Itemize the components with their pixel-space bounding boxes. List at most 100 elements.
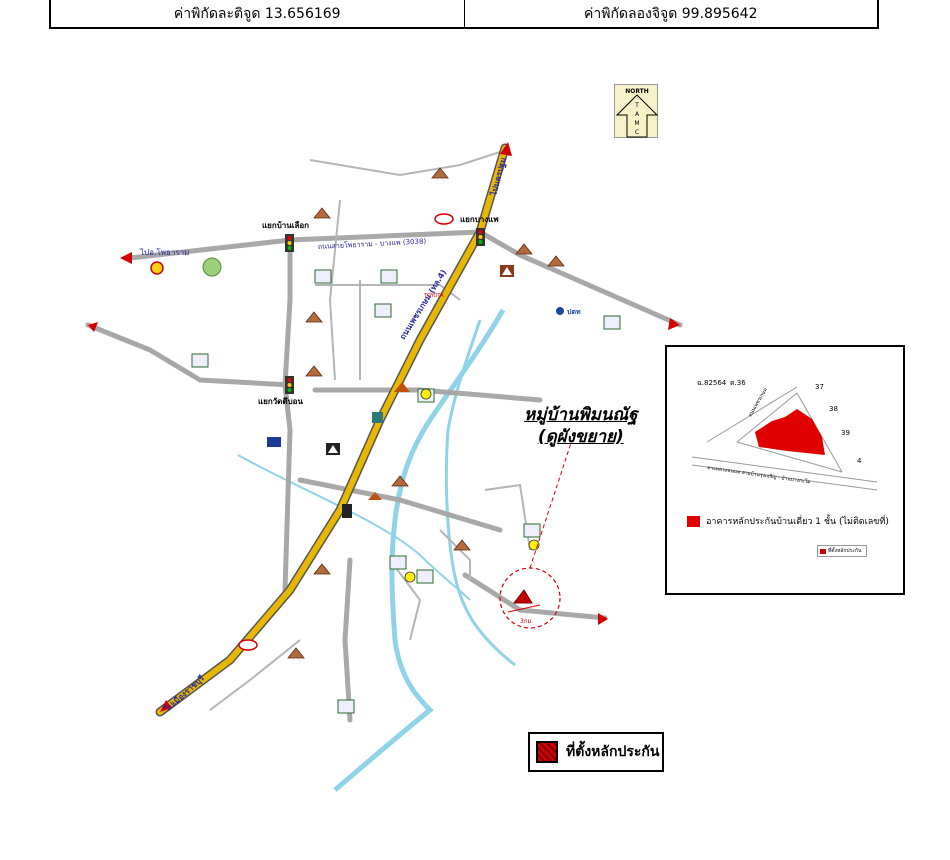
- school-icon: [389, 555, 407, 570]
- inset-lot-number: 37: [815, 383, 824, 391]
- temple-icon: [287, 647, 305, 659]
- road: [282, 237, 293, 593]
- direction-arrow: [598, 613, 608, 625]
- school-icon: [374, 303, 392, 318]
- temple-icon: [305, 365, 323, 377]
- temple-icon: [313, 563, 331, 575]
- river: [237, 454, 471, 601]
- north-arrow-shape: [615, 94, 659, 138]
- district-office-icon: [202, 257, 222, 277]
- longitude-cell: ค่าพิกัดลองจิจูด 99.895642: [463, 0, 878, 27]
- road: [342, 557, 353, 723]
- road: [439, 529, 471, 580]
- river: [444, 319, 516, 667]
- property-marker: [512, 589, 533, 604]
- road: [209, 639, 301, 711]
- radius-label: 3กม: [520, 618, 531, 625]
- eagle-icon: [368, 382, 410, 500]
- road: [85, 322, 293, 388]
- traffic-light-icon: [476, 228, 485, 246]
- inset-plot-sub: ต.36: [730, 379, 746, 387]
- inset-road-label: ถนนเพชรเกษม: [748, 387, 769, 418]
- compass-letter: T: [634, 102, 639, 109]
- road: [297, 477, 503, 533]
- map-legend: ที่ตั้งหลักประกัน: [528, 732, 664, 772]
- bank-icon: [372, 412, 383, 423]
- village-title: หมู่บ้านพิมนณัฐ (ดูผังขยาย): [524, 404, 638, 448]
- temple-icon: [547, 255, 565, 267]
- numbered-marker-icon: [404, 388, 540, 583]
- road: [315, 284, 461, 301]
- direction-arrow: [668, 318, 680, 330]
- shell-logo-icon: [150, 261, 164, 275]
- compass-letter: A: [635, 111, 640, 118]
- inset-legend-swatch: [687, 515, 700, 527]
- direction-arrow: [160, 700, 172, 712]
- collateral-swatch: [536, 741, 558, 763]
- compass-letter: M: [634, 120, 639, 127]
- inset-boundary: [736, 441, 843, 473]
- village-note: (ดูผังขยาย): [537, 427, 624, 447]
- inset-road-top: [706, 386, 798, 443]
- temple-icon: [515, 243, 533, 255]
- temple-icon: [391, 475, 409, 487]
- inset-lot-number: 4: [857, 457, 862, 465]
- temple-icon: [305, 311, 323, 323]
- school-icon: [603, 315, 621, 330]
- hospital-icon: [342, 504, 352, 518]
- market-tent-icon: [328, 445, 338, 453]
- ptt-label: ปตท: [567, 308, 581, 316]
- school-icon: [416, 569, 434, 584]
- inset-road-bottom: [691, 456, 878, 483]
- north-label: NORTH: [625, 88, 649, 95]
- inset-small-legend: ที่ตั้งหลักประกัน: [817, 545, 867, 557]
- inset-road-label: ทางหลวงชนบท สายบ้านรุ่งเจริญ - บ้านบางกะ…: [707, 464, 811, 485]
- esso-logo-icon: [434, 213, 454, 225]
- toyota-label: TOYOTA: [423, 293, 444, 299]
- road: [389, 559, 422, 641]
- direction-arrow: [120, 252, 132, 264]
- north-arrow: NORTH T A M C: [614, 84, 659, 138]
- inset-road-bottom: [691, 464, 878, 491]
- callout-line: [529, 439, 573, 569]
- road: [309, 151, 501, 177]
- village-name: หมู่บ้านพิมนณัฐ: [524, 405, 638, 425]
- junction-label: แยกบ้านเลือก: [262, 220, 309, 230]
- traffic-light-icon: [285, 376, 294, 394]
- school-icon: [523, 523, 541, 538]
- inset-lot-number: 38: [829, 405, 838, 413]
- direction-label: ไปนครปฐม: [488, 156, 509, 197]
- traffic-light-icon: [285, 234, 294, 252]
- inset-lot-number: 39: [841, 429, 850, 437]
- inset-building: [755, 409, 825, 455]
- coordinate-bar: ค่าพิกัดละติจูด 13.656169 ค่าพิกัดลองจิจ…: [49, 0, 879, 29]
- road: [477, 229, 683, 328]
- school-icon: [314, 269, 332, 284]
- road: [328, 199, 341, 381]
- school-icon: [337, 699, 355, 714]
- river: [333, 308, 506, 792]
- compass-letter: C: [635, 129, 639, 136]
- road: [462, 572, 608, 621]
- camp-tent-icon: [502, 267, 512, 275]
- junction-label: แยกวัดตึบอน: [258, 397, 303, 406]
- direction-arrow: [88, 322, 98, 332]
- inset-small-legend-swatch: [820, 548, 826, 554]
- school-icon: [380, 269, 398, 284]
- inset-legend: อาคารหลักประกันบ้านเดี่ยว 1 ชั้น (ไม่ติด…: [687, 514, 889, 528]
- legend-label: ที่ตั้งหลักประกัน: [566, 744, 660, 760]
- inset-small-legend-text: ที่ตั้งหลักประกัน: [828, 548, 862, 554]
- latitude-cell: ค่าพิกัดละติจูด 13.656169: [173, 5, 341, 22]
- school-icon: [191, 353, 209, 368]
- ptt-logo-icon: [556, 307, 564, 315]
- direction-label: ไปเมืองราชบุรี: [162, 673, 207, 715]
- inset-legend-text: อาคารหลักประกันบ้านเดี่ยว 1 ชั้น (ไม่ติด…: [706, 517, 889, 527]
- junction-label: แยกบางแพ: [460, 215, 499, 224]
- esso-logo-icon: [238, 639, 258, 651]
- road: [484, 483, 531, 551]
- temple-icon: [453, 539, 471, 551]
- radius-measure: [507, 604, 541, 613]
- inset-road-top: [736, 392, 798, 443]
- inset-plot-number: ฉ.82564: [697, 379, 727, 387]
